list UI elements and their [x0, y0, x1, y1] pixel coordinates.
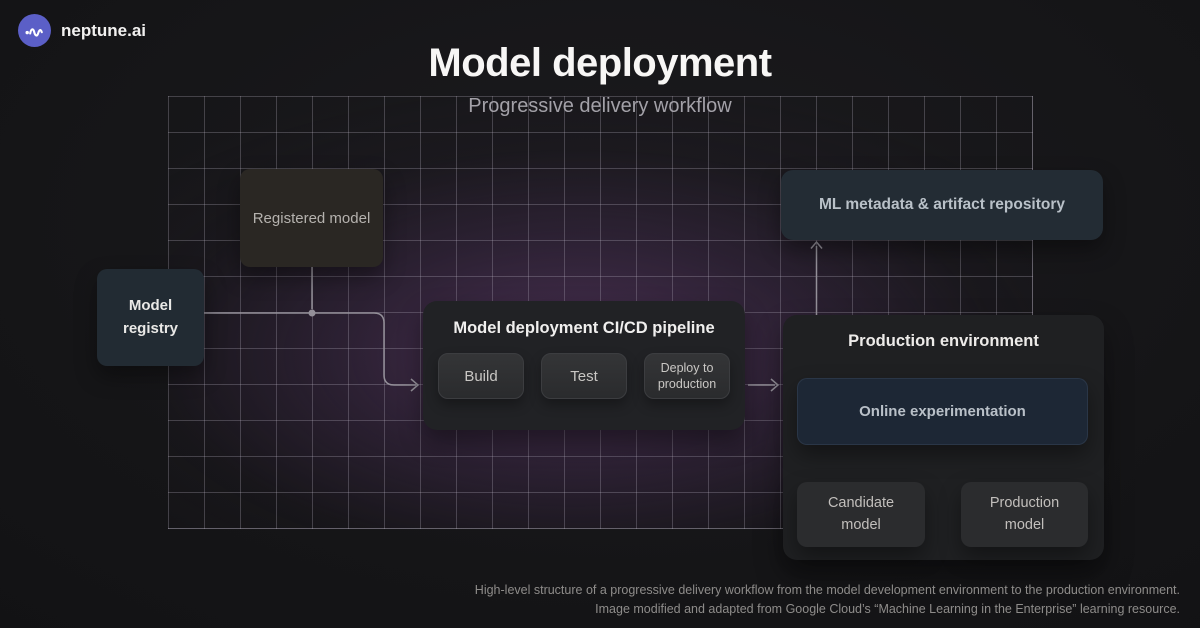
caption-line-2: Image modified and adapted from Google C…: [595, 602, 1180, 617]
node-online-experimentation: Online experimentation: [797, 378, 1088, 445]
step-build: Build: [438, 353, 524, 399]
step-test: Test: [541, 353, 627, 399]
brand-name: neptune.ai: [61, 20, 147, 40]
production-environment-title: Production environment: [848, 332, 1039, 350]
page-title: Model deployment: [428, 41, 772, 85]
node-registered-model: Registered model: [240, 169, 383, 267]
caption-line-1: High-level structure of a progressive de…: [474, 583, 1180, 597]
cicd-pipeline-title: Model deployment CI/CD pipeline: [453, 319, 715, 337]
node-ml-metadata-repository: ML metadata & artifact repository: [781, 170, 1103, 240]
node-production-model: Production model: [961, 482, 1088, 547]
neptune-logo-icon: [18, 14, 51, 47]
node-cicd-pipeline: Model deployment CI/CD pipeline Build Te…: [423, 301, 745, 430]
page-subtitle: Progressive delivery workflow: [468, 95, 732, 117]
node-candidate-model: Candidate model: [797, 482, 925, 547]
step-deploy-to-production: Deploy to production: [644, 353, 730, 399]
footer-caption: High-level structure of a progressive de…: [475, 581, 1180, 620]
brand: neptune.ai: [18, 14, 146, 47]
node-model-registry: Model registry: [97, 269, 204, 366]
node-production-environment: Production environment Online experiment…: [783, 315, 1104, 560]
cicd-steps: Build Test Deploy to production: [423, 353, 745, 399]
